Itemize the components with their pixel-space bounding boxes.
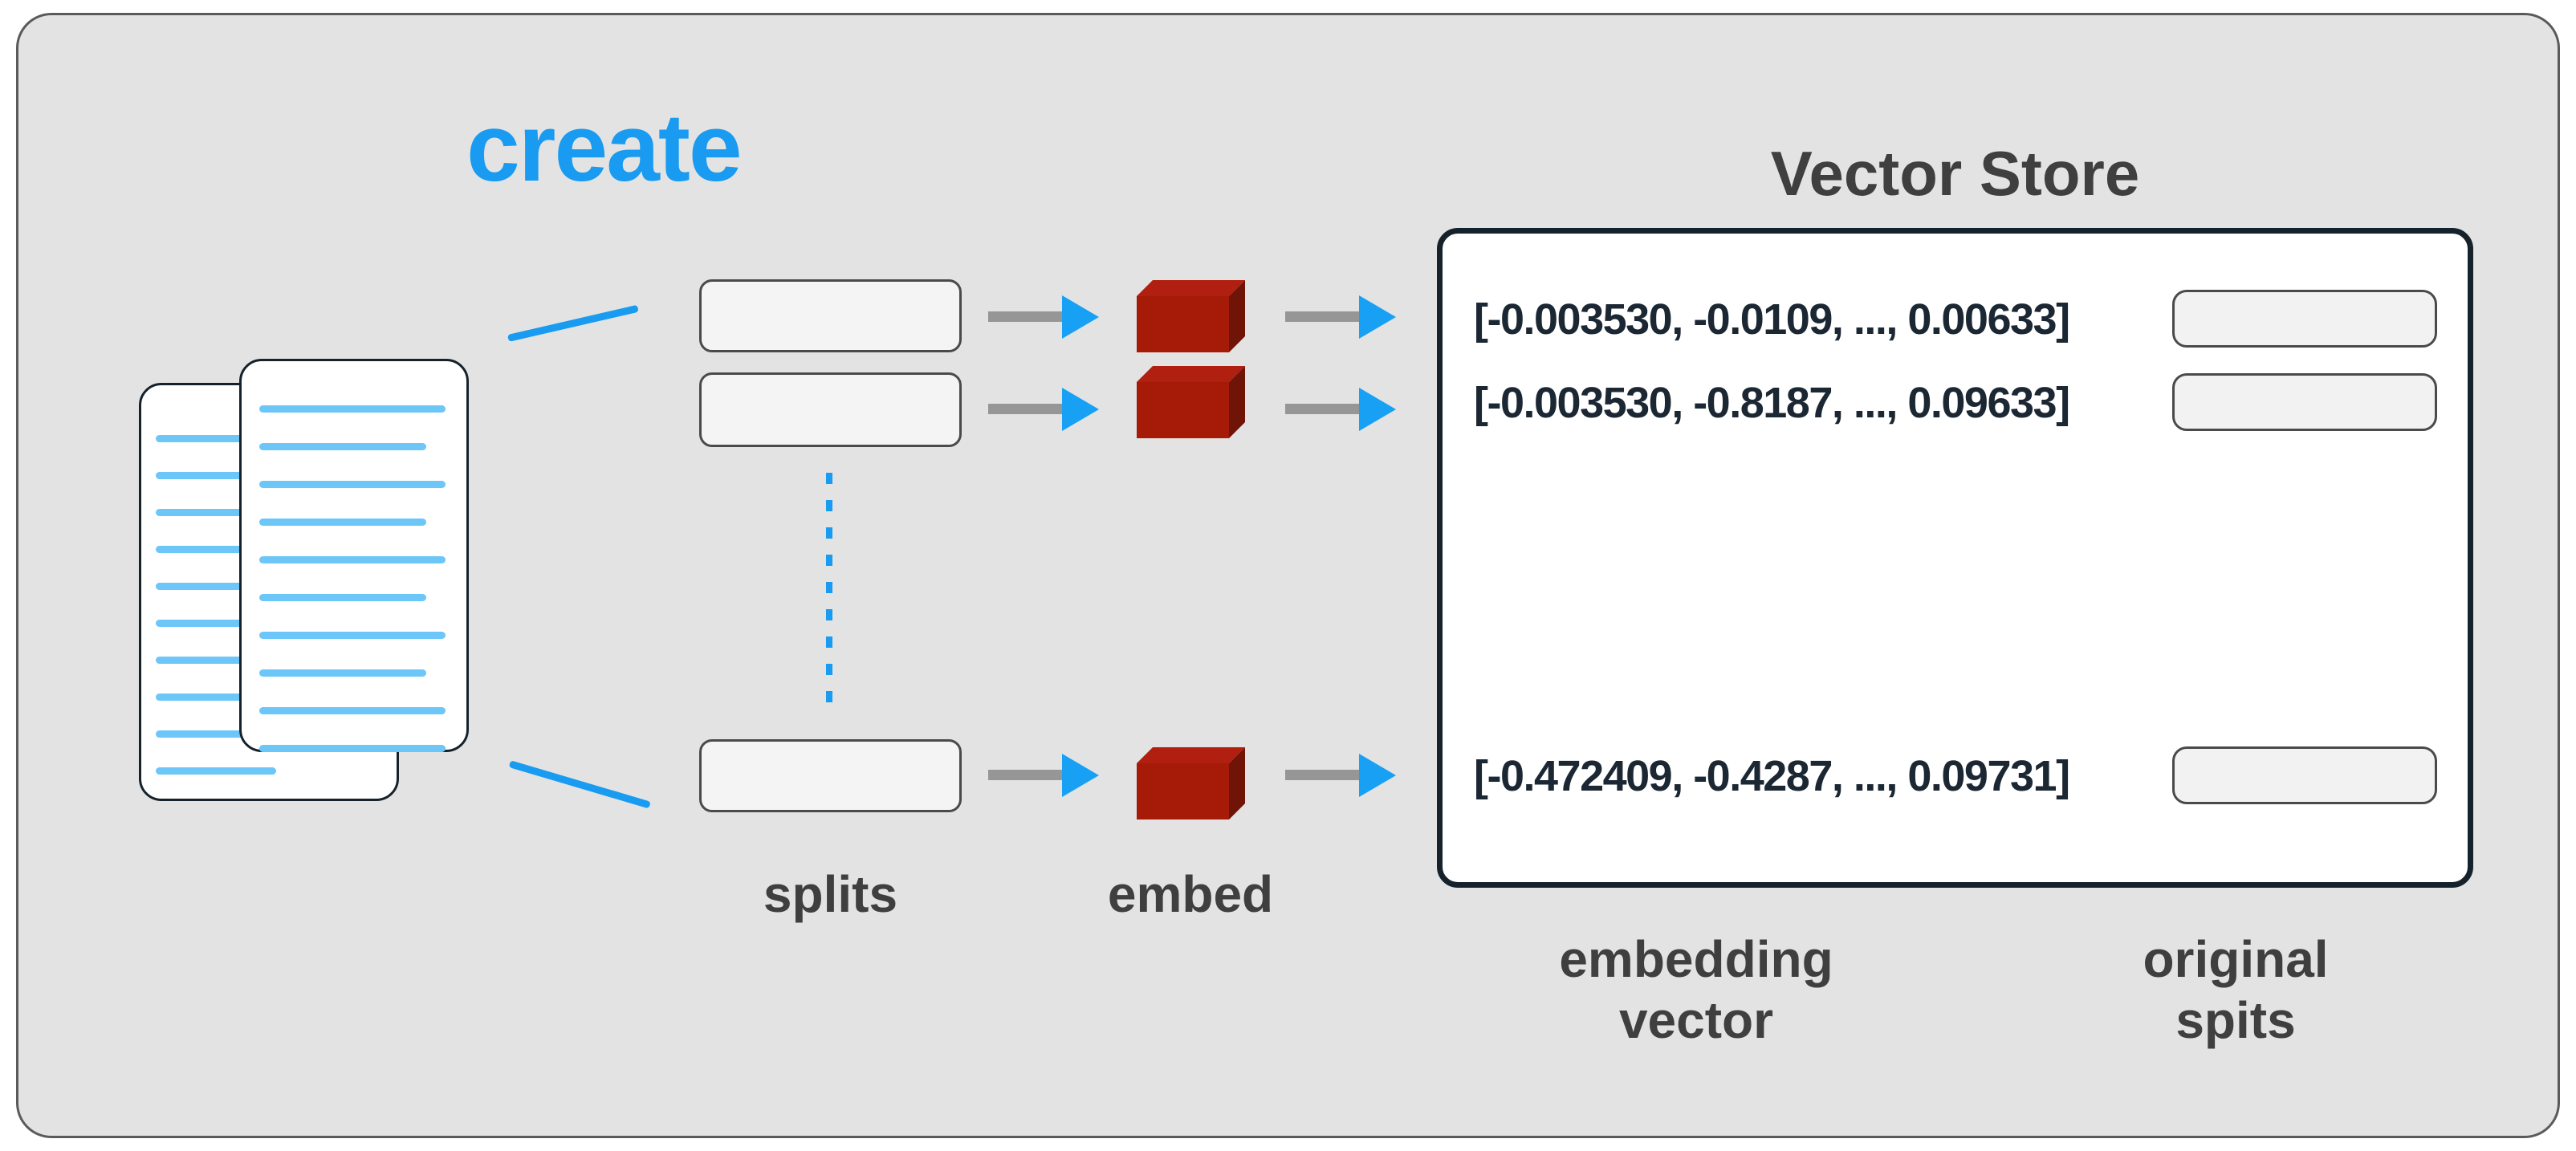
document-text-line bbox=[156, 546, 276, 553]
original-split-box bbox=[2172, 373, 2437, 431]
embedding-vector-label-line1: embedding bbox=[1559, 930, 1833, 988]
document-text-line bbox=[156, 767, 276, 775]
document-text-line bbox=[156, 693, 276, 701]
split-chunk-box-3 bbox=[699, 739, 962, 812]
document-text-line bbox=[259, 481, 446, 488]
vector-store-row: [-0.003530, -0.8187, ..., 0.09633] bbox=[1474, 373, 2437, 431]
document-text-line bbox=[156, 435, 276, 442]
document-page-front-icon bbox=[239, 359, 469, 752]
document-text-line bbox=[156, 583, 276, 590]
splits-label: splits bbox=[763, 865, 898, 923]
original-splits-label-line1: original bbox=[2143, 930, 2329, 988]
embed-label: embed bbox=[1107, 865, 1274, 923]
original-splits-label: original spits bbox=[2075, 929, 2396, 1051]
diagram-canvas: create bbox=[16, 13, 2560, 1138]
embed-cube-icon bbox=[1137, 280, 1245, 352]
doc-to-split-connector-top bbox=[507, 304, 639, 342]
original-split-box bbox=[2172, 290, 2437, 348]
ellipsis-dashed-line bbox=[826, 473, 832, 710]
vector-store-row: [-0.472409, -0.4287, ..., 0.09731] bbox=[1474, 746, 2437, 804]
embedding-vector-value: [-0.472409, -0.4287, ..., 0.09731] bbox=[1474, 752, 2070, 800]
document-text-line bbox=[156, 657, 276, 664]
doc-to-split-connector-bottom bbox=[508, 760, 651, 809]
original-split-box bbox=[2172, 746, 2437, 804]
document-text-line bbox=[259, 707, 446, 714]
split-chunk-box-2 bbox=[699, 372, 962, 447]
vector-store-title: Vector Store bbox=[1770, 138, 2140, 209]
vector-store-row: [-0.003530, -0.0109, ..., 0.00633] bbox=[1474, 290, 2437, 348]
split-chunk-box-1 bbox=[699, 279, 962, 352]
document-text-line bbox=[259, 669, 426, 677]
document-text-line bbox=[156, 730, 276, 738]
document-text-line bbox=[156, 620, 276, 627]
document-text-line bbox=[156, 509, 276, 516]
document-text-line bbox=[259, 632, 446, 639]
embed-cube-icon bbox=[1137, 366, 1245, 438]
create-title: create bbox=[466, 94, 743, 201]
original-splits-label-line2: spits bbox=[2175, 991, 2296, 1049]
embed-cube-icon bbox=[1137, 747, 1245, 820]
embedding-vector-value: [-0.003530, -0.8187, ..., 0.09633] bbox=[1474, 379, 2070, 427]
document-text-line bbox=[259, 405, 446, 413]
document-text-line bbox=[259, 443, 426, 450]
document-text-line bbox=[259, 594, 426, 601]
embedding-vector-label: embedding vector bbox=[1536, 929, 1857, 1051]
document-text-line bbox=[259, 519, 426, 526]
embedding-vector-label-line2: vector bbox=[1618, 991, 1774, 1049]
embedding-vector-value: [-0.003530, -0.0109, ..., 0.00633] bbox=[1474, 295, 2070, 344]
document-text-line bbox=[259, 556, 446, 563]
document-text-line bbox=[156, 472, 276, 479]
document-text-line bbox=[259, 745, 446, 752]
